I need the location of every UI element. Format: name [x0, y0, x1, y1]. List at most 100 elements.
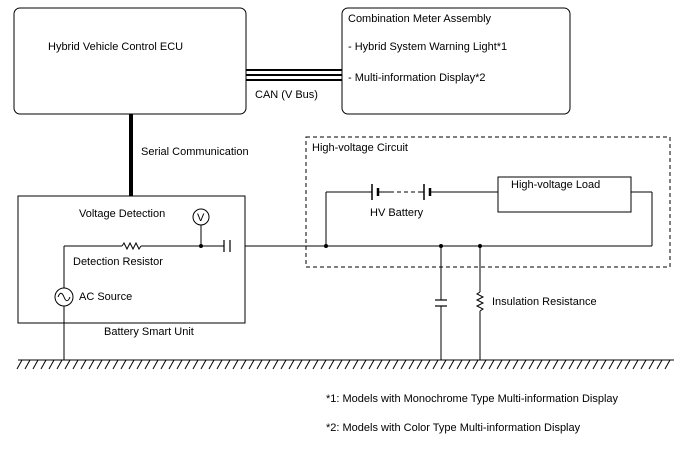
ground-symbol — [16, 359, 674, 370]
ground-hatch-mark — [96, 359, 103, 370]
junction-dot — [324, 244, 328, 248]
ground-hatch-mark — [664, 359, 671, 370]
ground-hatch-mark — [88, 359, 95, 370]
ground-hatch-mark — [176, 359, 183, 370]
can-label: CAN (V Bus) — [255, 89, 318, 101]
ground-hatch-mark — [48, 359, 55, 370]
ground-hatch-mark — [512, 359, 519, 370]
can-bus: CAN (V Bus) — [246, 69, 342, 101]
ground-hatch-mark — [256, 359, 263, 370]
ground-hatch-mark — [144, 359, 151, 370]
ground-hatch-mark — [488, 359, 495, 370]
ecu-block: Hybrid Vehicle Control ECU — [13, 7, 247, 115]
ground-hatch-mark — [224, 359, 231, 370]
serial-communication-line: Serial Communication — [129, 114, 249, 196]
ground-hatch-mark — [632, 359, 639, 370]
ground-hatch-mark — [216, 359, 223, 370]
ecu-box — [13, 7, 247, 115]
ground-hatch-mark — [400, 359, 407, 370]
ground-hatch-mark — [248, 359, 255, 370]
ground-hatch-mark — [192, 359, 199, 370]
combination-meter-block: Combination Meter Assembly - Hybrid Syst… — [341, 7, 571, 115]
ground-hatch-mark — [168, 359, 175, 370]
ground-hatch-mark — [528, 359, 535, 370]
ecu-label: Hybrid Vehicle Control ECU — [48, 41, 183, 53]
ground-hatch-mark — [496, 359, 503, 370]
battery-smart-unit-block: Battery Smart Unit Voltage Detection V D… — [17, 195, 246, 360]
ground-hatch-mark — [272, 359, 279, 370]
ground-hatch-mark — [648, 359, 655, 370]
ground-hatch-mark — [472, 359, 479, 370]
hv-battery-icon — [368, 184, 498, 200]
ground-hatch-mark — [320, 359, 327, 370]
ground-hatch-mark — [640, 359, 647, 370]
ground-hatch-mark — [480, 359, 487, 370]
ground-hatch-mark — [104, 359, 111, 370]
ac-source-icon — [54, 287, 74, 307]
bsu-label: Battery Smart Unit — [104, 326, 194, 338]
ground-hatch-mark — [280, 359, 287, 370]
meter-item-multi-display: - Multi-information Display*2 — [348, 72, 486, 84]
ground-hatch-mark — [432, 359, 439, 370]
hv-battery-label: HV Battery — [370, 207, 424, 219]
ground-hatch-mark — [384, 359, 391, 370]
ground-hatch-mark — [160, 359, 167, 370]
ground-hatch-mark — [656, 359, 663, 370]
serial-label: Serial Communication — [141, 146, 249, 158]
insulation-resistor-icon — [475, 246, 485, 360]
ground-hatch-mark — [568, 359, 575, 370]
ground-hatch-mark — [536, 359, 543, 370]
detection-resistor-label: Detection Resistor — [73, 256, 163, 268]
ground-hatch-mark — [296, 359, 303, 370]
meter-box — [341, 7, 571, 115]
ground-hatch-mark — [328, 359, 335, 370]
ground-hatch-mark — [16, 359, 23, 370]
ground-hatch-mark — [368, 359, 375, 370]
hv-circuit-title: High-voltage Circuit — [312, 142, 408, 154]
ground-hatch-mark — [304, 359, 311, 370]
ground-hatch-mark — [232, 359, 239, 370]
ground-hatch-mark — [184, 359, 191, 370]
ac-source-label: AC Source — [79, 291, 132, 303]
insulation-resistance-label: Insulation Resistance — [492, 296, 597, 308]
ground-hatch-mark — [392, 359, 399, 370]
ground-hatch-mark — [120, 359, 127, 370]
ground-hatch-mark — [376, 359, 383, 370]
ground-hatch-mark — [288, 359, 295, 370]
hv-load-box — [497, 176, 632, 213]
ground-hatch-mark — [552, 359, 559, 370]
ground-hatch-mark — [208, 359, 215, 370]
ground-hatch-mark — [200, 359, 207, 370]
hv-circuit-border — [305, 136, 671, 268]
ground-hatch-mark — [424, 359, 431, 370]
ground-hatch-mark — [336, 359, 343, 370]
ground-capacitor-icon — [435, 246, 447, 360]
hv-load-label: High-voltage Load — [511, 179, 600, 191]
ground-hatch-mark — [408, 359, 415, 370]
ground-hatch-mark — [576, 359, 583, 370]
ground-hatch-mark — [344, 359, 351, 370]
ground-hatch-mark — [584, 359, 591, 370]
ground-hatch-mark — [504, 359, 511, 370]
ground-hatch-mark — [616, 359, 623, 370]
detection-resistor-icon — [121, 241, 142, 251]
ground-hatch-mark — [440, 359, 447, 370]
ground-hatch-mark — [544, 359, 551, 370]
ground-hatch-mark — [240, 359, 247, 370]
ground-hatch-mark — [56, 359, 63, 370]
coupling-capacitor-icon — [223, 240, 231, 252]
ground-hatch-mark — [560, 359, 567, 370]
ground-hatch-mark — [32, 359, 39, 370]
ground-hatch-mark — [448, 359, 455, 370]
ground-hatch-mark — [600, 359, 607, 370]
ground-hatch-mark — [24, 359, 31, 370]
ground-hatch-mark — [312, 359, 319, 370]
ground-hatch-mark — [128, 359, 135, 370]
ground-hatch-mark — [520, 359, 527, 370]
footnote-2: *2: Models with Color Type Multi-informa… — [326, 422, 581, 434]
ground-hatch-mark — [136, 359, 143, 370]
hv-circuit-block: High-voltage Circuit HV Battery High-vol… — [305, 136, 671, 268]
ground-hatch-mark — [416, 359, 423, 370]
meter-item-warning-light: - Hybrid System Warning Light*1 — [348, 41, 507, 53]
